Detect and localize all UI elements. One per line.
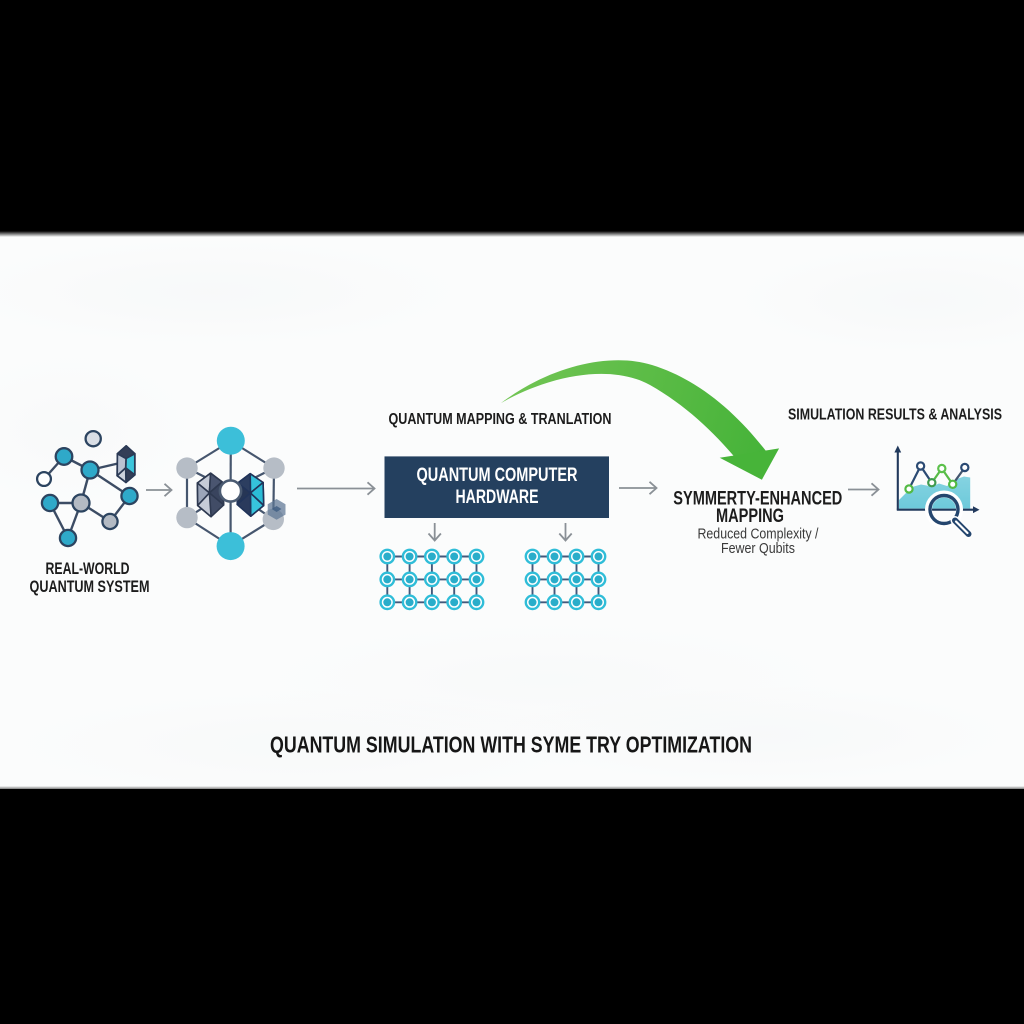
svg-text:REAL-WORLD: REAL-WORLD	[46, 560, 130, 578]
svg-text:QUANTUM COMPUTER: QUANTUM COMPUTER	[417, 465, 578, 486]
svg-text:Fewer Qubits: Fewer Qubits	[721, 541, 795, 557]
svg-text:QUANTUM MAPPING & TRANLATION: QUANTUM MAPPING & TRANLATION	[389, 411, 612, 428]
svg-text:SYMMERTY-ENHANCED: SYMMERTY-ENHANCED	[673, 489, 842, 510]
svg-text:SIMULATION RESULTS & ANALYSIS: SIMULATION RESULTS & ANALYSIS	[788, 407, 1002, 424]
svg-text:HARDWARE: HARDWARE	[456, 487, 539, 508]
svg-text:QUANTUM SYSTEM: QUANTUM SYSTEM	[30, 578, 150, 596]
svg-text:Reduced Complexity /: Reduced Complexity /	[698, 527, 820, 543]
svg-text:MAPPING: MAPPING	[716, 506, 784, 527]
svg-text:QUANTUM SIMULATION WITH SYME T: QUANTUM SIMULATION WITH SYME TRY OPTIMIZ…	[270, 732, 752, 758]
